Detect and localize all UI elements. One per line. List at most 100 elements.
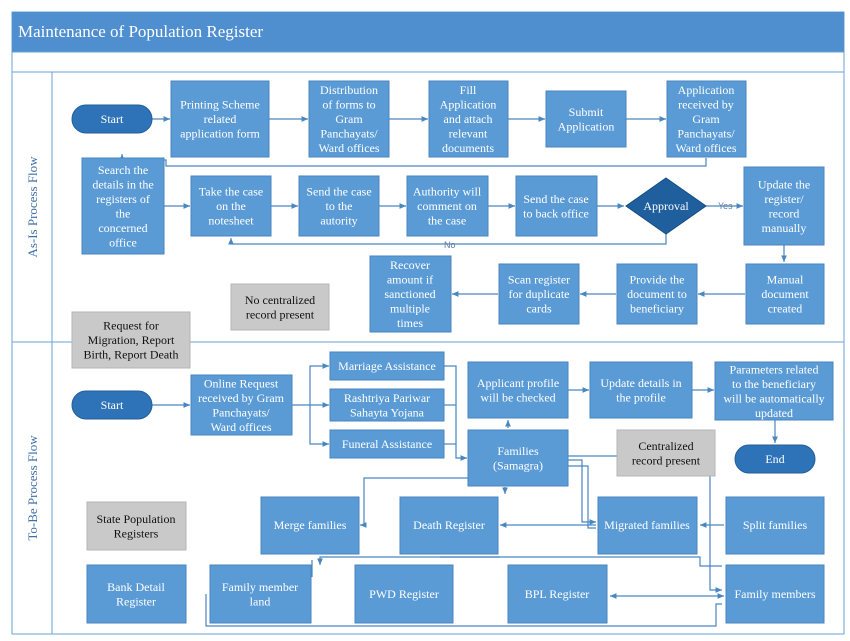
node-migrated-line: Migrated families [604,518,690,532]
node-funeral-shape [329,429,445,459]
edge-bank-familymembers [205,594,722,627]
node-bpl: BPL Register [507,564,608,624]
node-scan-line: cards [526,302,552,316]
node-merge: Merge families [260,496,360,555]
node-distribution-shape [308,80,390,158]
edge-label-no: No [444,240,456,250]
node-updateprofile-line: the profile [616,390,666,404]
edge-online-marriage [292,363,329,406]
node-death-label: Death Register [413,518,485,532]
node-familymembers-label: Family members [735,587,816,601]
node-takecase-shape [190,175,272,237]
node-authcomment-shape [406,175,489,237]
node-updateprofile-line: Update details in [600,376,681,390]
node-nocentral-line: No centralized [245,293,315,307]
node-updatereg-line: register/ [764,192,804,206]
node-bpl-shape [507,564,608,624]
node-recover-line: Recover [390,258,430,272]
node-death: Death Register [399,496,499,555]
node-request-shape [71,311,191,369]
node-search-line: Search the [98,163,148,177]
node-start2: Start [71,390,153,420]
node-received-line: Panchayats/ [677,127,735,141]
node-scan-line: for duplicate [509,287,570,301]
node-received-shape [666,80,747,158]
node-end: End [734,444,816,474]
node-updatereg-line: record [769,206,800,220]
node-fill-line: and attach [444,112,493,126]
node-submit-shape [545,90,627,148]
node-applicant-line: Applicant profile [477,376,559,390]
node-start1: Start [71,104,153,134]
node-pwd-label: PWD Register [369,587,439,601]
node-end-line: End [765,452,784,466]
node-scan-line: Scan register [508,273,570,287]
lane-label-asis: As-Is Process Flow [25,156,40,258]
node-printing-shape [170,80,270,158]
node-manualdoc-line: document [761,287,809,301]
node-bank-line: Register [116,594,156,608]
node-rashtriya-line: Rashtriya Pariwar [344,391,430,405]
node-funeral-label: Funeral Assistance [342,437,432,451]
node-pwd-line: PWD Register [369,587,439,601]
node-start2-label: Start [101,398,124,412]
node-central-shape [616,429,716,477]
node-fill-line: relevant [449,127,488,141]
node-statepop-line: State Population [97,512,176,526]
node-params-line: to the beneficiary [732,377,816,391]
node-bpl-line: BPL Register [525,587,590,601]
node-fill-line: documents [442,141,494,155]
node-familymembers: Family members [725,564,825,624]
node-familymembers-shape [725,564,825,624]
node-approval-label: Approval [643,199,689,213]
node-params-line: Parameters related [730,362,819,376]
node-start1-line: Start [101,112,124,126]
node-recover-line: sanctioned [384,287,435,301]
node-search-line: concerned [98,221,147,235]
node-nocentral-line: record present [246,307,315,321]
node-marriage: Marriage Assistance [329,351,445,381]
header-spacer [11,51,845,73]
node-updatereg-shape [743,166,825,246]
node-updatereg-line: Update the [758,177,810,191]
node-end-label: End [765,452,784,466]
node-online-line: Online Request [204,376,279,390]
node-request-line: Request for [103,319,159,333]
node-applicant-shape [467,361,569,419]
node-authcomment-line: Authority will [413,185,482,199]
node-received-line: received by [678,98,734,112]
node-recover-line: amount if [387,273,433,287]
node-approval: Approval [625,177,707,235]
node-familyland-line: Family member [222,580,298,594]
node-provide-line: document to [627,287,687,301]
node-start1-shape [71,104,153,134]
connectors [119,116,787,627]
node-central-line: Centralized [638,439,693,453]
node-distribution-line: Distribution [320,83,378,97]
node-received-line: Application [678,83,735,97]
node-request-line: Birth, Report Death [84,348,179,362]
node-sendback-shape [515,175,598,237]
